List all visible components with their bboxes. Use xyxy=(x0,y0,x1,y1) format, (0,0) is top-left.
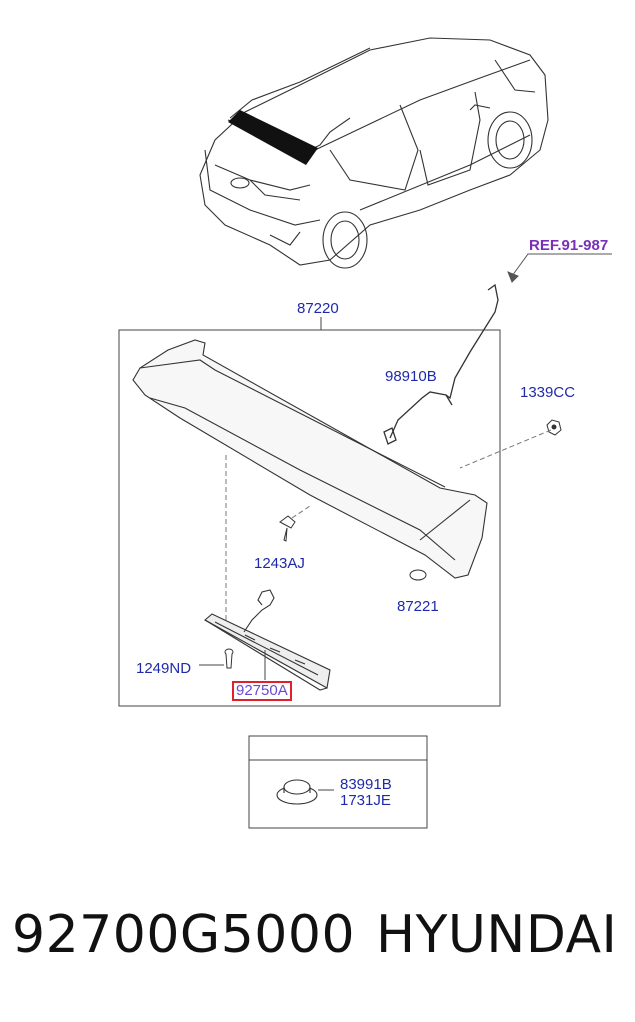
plug-label-2: 1731JE xyxy=(340,792,391,809)
harness-label: 98910B xyxy=(385,368,437,385)
nut-leader xyxy=(459,429,552,469)
ref-leader xyxy=(507,253,612,283)
screw-upper-label: 1243AJ xyxy=(254,555,305,572)
grommet-label: 87221 xyxy=(397,598,439,615)
screw-lower xyxy=(224,648,234,669)
footer-brand: HYUNDAI xyxy=(376,905,618,965)
spoiler-label: 87220 xyxy=(297,300,339,317)
footer-part-number: 92700G5000 xyxy=(12,905,356,965)
main-assembly-box xyxy=(118,329,501,707)
plug-label-1: 83991B xyxy=(340,776,392,793)
lamp-wire xyxy=(243,589,275,633)
stop-lamp-label: 92750A xyxy=(232,681,292,701)
car-illustration xyxy=(199,37,549,269)
screw-lower-label: 1249ND xyxy=(136,660,192,677)
ref-label: REF.91-987 xyxy=(529,237,609,254)
spoiler-shape xyxy=(132,339,488,579)
plug-part xyxy=(276,779,318,805)
nut-part xyxy=(546,419,562,436)
nut-label: 1339CC xyxy=(520,384,576,401)
spoiler-highlight-on-car xyxy=(228,110,318,165)
grommet-part xyxy=(409,569,427,581)
inset-box xyxy=(248,735,428,829)
cable-harness xyxy=(383,283,499,445)
stop-lamp-part xyxy=(204,613,331,691)
screw-upper xyxy=(279,515,296,542)
